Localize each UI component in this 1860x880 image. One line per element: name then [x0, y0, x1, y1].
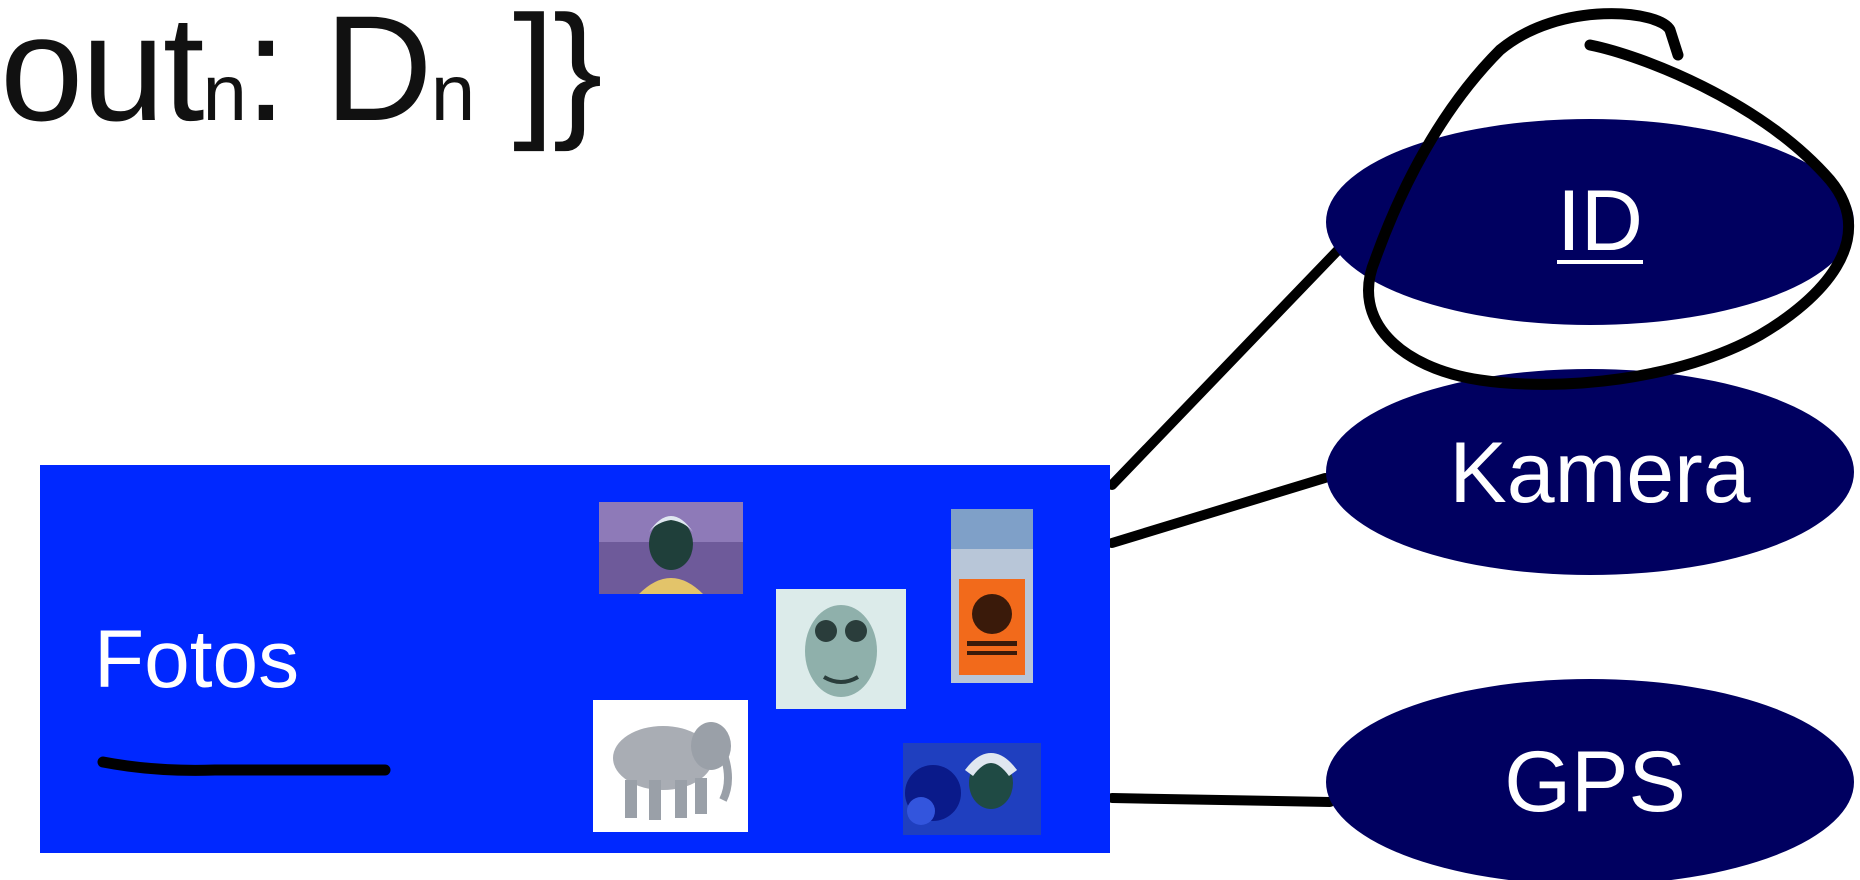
- underline-stroke: [97, 756, 391, 776]
- formula-domain: : D: [245, 0, 433, 152]
- attribute-gps-label: GPS: [1504, 734, 1686, 830]
- photo-portrait-blue-thumbnail: [903, 743, 1041, 835]
- attribute-id: [1326, 119, 1854, 325]
- photo-sign-thumbnail: [951, 509, 1033, 683]
- photo-elephant-thumbnail: [593, 700, 748, 832]
- formula-close: ]}: [473, 0, 603, 152]
- entity-label: Fotos: [94, 614, 300, 705]
- attribute-kamera-label: Kamera: [1449, 425, 1751, 521]
- formula-sub-n: n: [202, 48, 247, 137]
- photo-man-glasses-thumbnail: [776, 589, 906, 709]
- photo-woman-thumbnail: [599, 502, 743, 594]
- line-to-kamera: [1107, 473, 1330, 548]
- line-to-gps: [1107, 793, 1335, 807]
- formula-sub-n-2: n: [430, 48, 475, 137]
- relation-formula: outn: Dn ]}: [0, 0, 603, 155]
- formula-out: out: [0, 0, 205, 152]
- attribute-kamera: [1326, 369, 1854, 575]
- attribute-gps: [1326, 679, 1854, 880]
- attribute-id-label: ID: [1557, 173, 1643, 269]
- line-to-id: [1107, 243, 1345, 490]
- entity-fotos: Fotos: [40, 465, 1110, 853]
